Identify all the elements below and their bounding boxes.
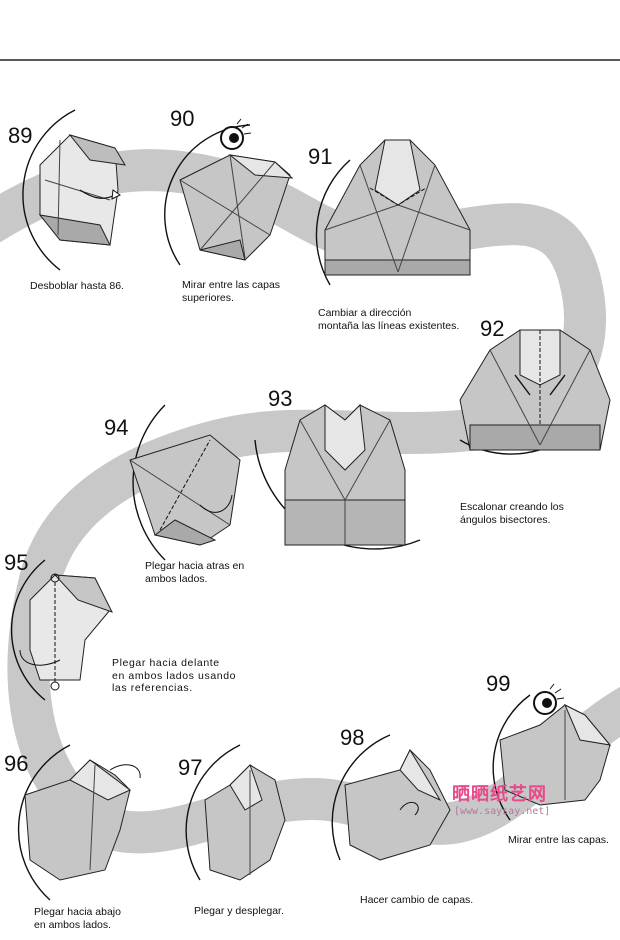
step-93-number: 93 <box>268 386 293 411</box>
step-92-number: 92 <box>480 316 505 341</box>
step-95-figure <box>10 559 114 701</box>
step-98-figure <box>331 734 451 861</box>
eye-icon <box>533 683 565 715</box>
step-94-number: 94 <box>104 415 129 440</box>
step-90-number: 90 <box>170 106 195 131</box>
step-89-figure <box>22 109 126 271</box>
step-99-figure <box>492 694 612 821</box>
step-92-figure <box>459 329 611 455</box>
step-96-figure <box>17 744 141 901</box>
step-89-caption: Desboblar hasta 86. <box>30 280 124 292</box>
step-99-caption: Mirar entre las capas. <box>508 834 609 846</box>
step-95-caption: Plegar hacia delante en ambos lados usan… <box>112 657 237 695</box>
watermark-url: [www.saysay.net] <box>454 806 551 817</box>
step-89-number: 89 <box>8 123 33 148</box>
step-96-number: 96 <box>4 751 29 776</box>
step-93-figure <box>254 403 421 550</box>
step-94-figure <box>129 404 241 561</box>
step-97-caption: Plegar y desplegar. <box>194 905 284 917</box>
step-98-number: 98 <box>340 725 365 750</box>
step-97-number: 97 <box>178 755 203 780</box>
step-99-number: 99 <box>486 671 511 696</box>
step-92-caption: Escalonar creando los ángulos bisectores… <box>460 501 564 526</box>
step-96-caption: Plegar hacia abajo en ambos lados. <box>34 906 121 931</box>
eye-icon <box>220 118 252 150</box>
step-95-number: 95 <box>4 550 29 575</box>
step-91-figure <box>315 139 471 286</box>
step-97-figure <box>185 744 286 881</box>
step-90-figure <box>164 124 294 266</box>
watermark-chinese: 晒晒纸艺网 <box>452 784 547 805</box>
step-94-caption: Plegar hacia atras en ambos lados. <box>145 560 245 585</box>
step-90-caption: Mirar entre las capas superiores. <box>182 279 281 304</box>
step-91-number: 91 <box>308 144 333 169</box>
step-98-caption: Hacer cambio de capas. <box>360 894 474 906</box>
step-91-caption: Cambiar a dirección montaña las líneas e… <box>318 307 460 332</box>
